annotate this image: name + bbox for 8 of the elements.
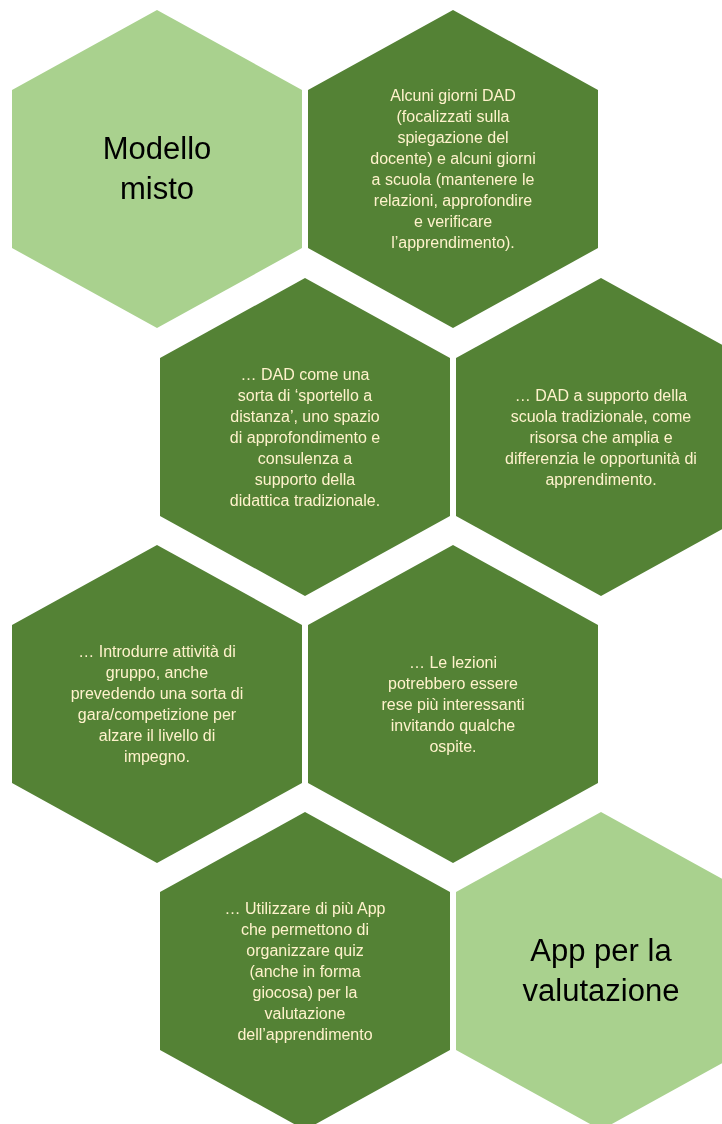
description-text: … Utilizzare di più App che permettono di organizzare quiz (anche in forma giocosa) per la valutazione dell’apprendimento	[223, 898, 387, 1045]
description-text: … Introdurre attività di gruppo, anche prevedendo una sorta di gara/competizione per alzare il livello di impegno.	[69, 642, 245, 767]
description-text: … DAD come una sorta di ‘sportello a distanza’, uno spazio di approfondimento e consulenza a supporto della didattica tradizionale.	[228, 364, 382, 511]
heading-text: Modello misto	[101, 130, 213, 208]
description-text: … Le lezioni potrebbero essere rese più interessanti invitando qualche ospite.	[380, 652, 526, 757]
description-text: Alcuni giorni DAD (focalizzati sulla spiegazione del docente) e alcuni giorni a scuola (mantenere le relazioni, approfondire e verificare l’apprendimento).	[369, 86, 537, 253]
heading-text: App per la valutazione	[521, 932, 681, 1010]
description-text: … DAD a supporto della scuola tradizionale, come risorsa che amplia e differenzia le opportunità di apprendimento.	[504, 385, 698, 490]
